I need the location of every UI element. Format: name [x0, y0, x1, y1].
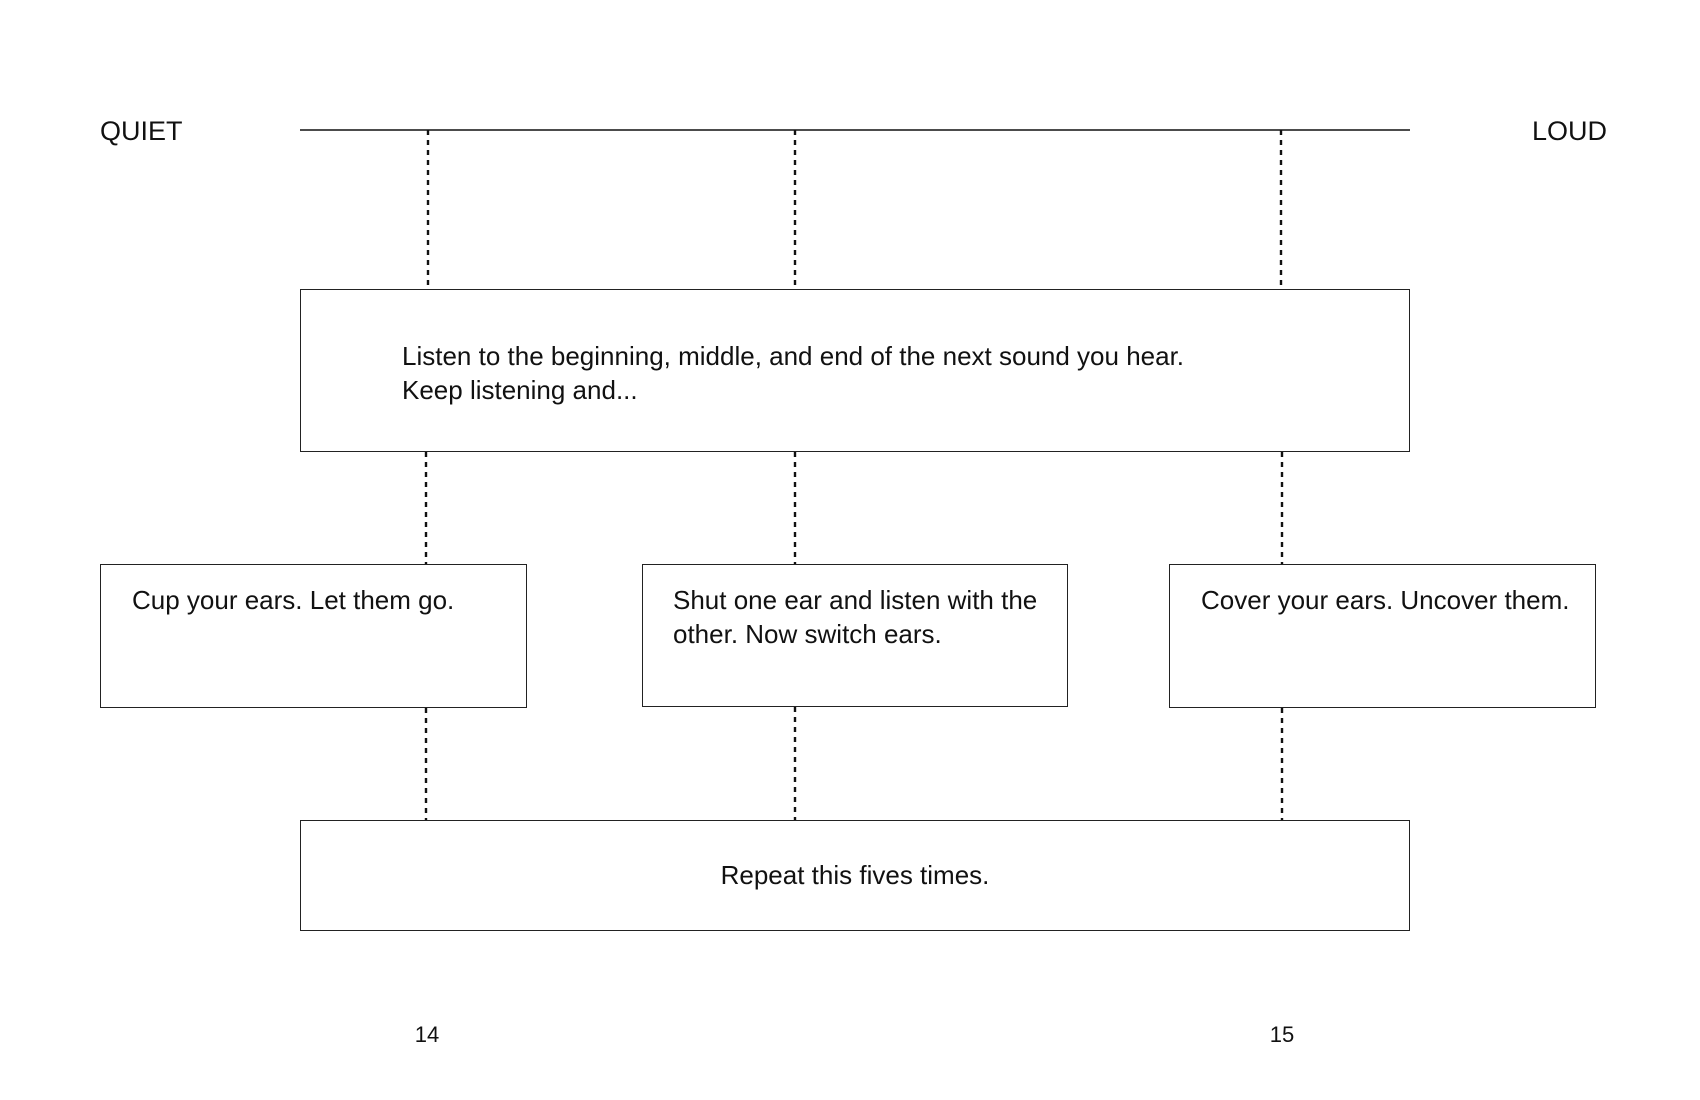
- step-text: Cover your ears. Uncover them.: [1201, 585, 1570, 615]
- instruction-line-2: Keep listening and...: [402, 375, 638, 405]
- repeat-box: Repeat this fives times.: [300, 820, 1410, 931]
- page-number-left: 14: [414, 1022, 440, 1047]
- step-box-shut-ear: Shut one ear and listen with the other. …: [642, 564, 1068, 707]
- step-text: Shut one ear and listen with the other. …: [673, 585, 1038, 649]
- instruction-box: Listen to the beginning, middle, and end…: [300, 289, 1410, 452]
- step-text: Cup your ears. Let them go.: [132, 585, 455, 615]
- loud-label: LOUD: [1532, 116, 1608, 146]
- page-number-right: 15: [1269, 1022, 1295, 1047]
- step-box-cup-ears: Cup your ears. Let them go.: [100, 564, 527, 708]
- repeat-text: Repeat this fives times.: [720, 860, 990, 890]
- step-box-cover-ears: Cover your ears. Uncover them.: [1169, 564, 1596, 708]
- instruction-line-1: Listen to the beginning, middle, and end…: [402, 341, 1185, 371]
- quiet-label: QUIET: [100, 116, 183, 146]
